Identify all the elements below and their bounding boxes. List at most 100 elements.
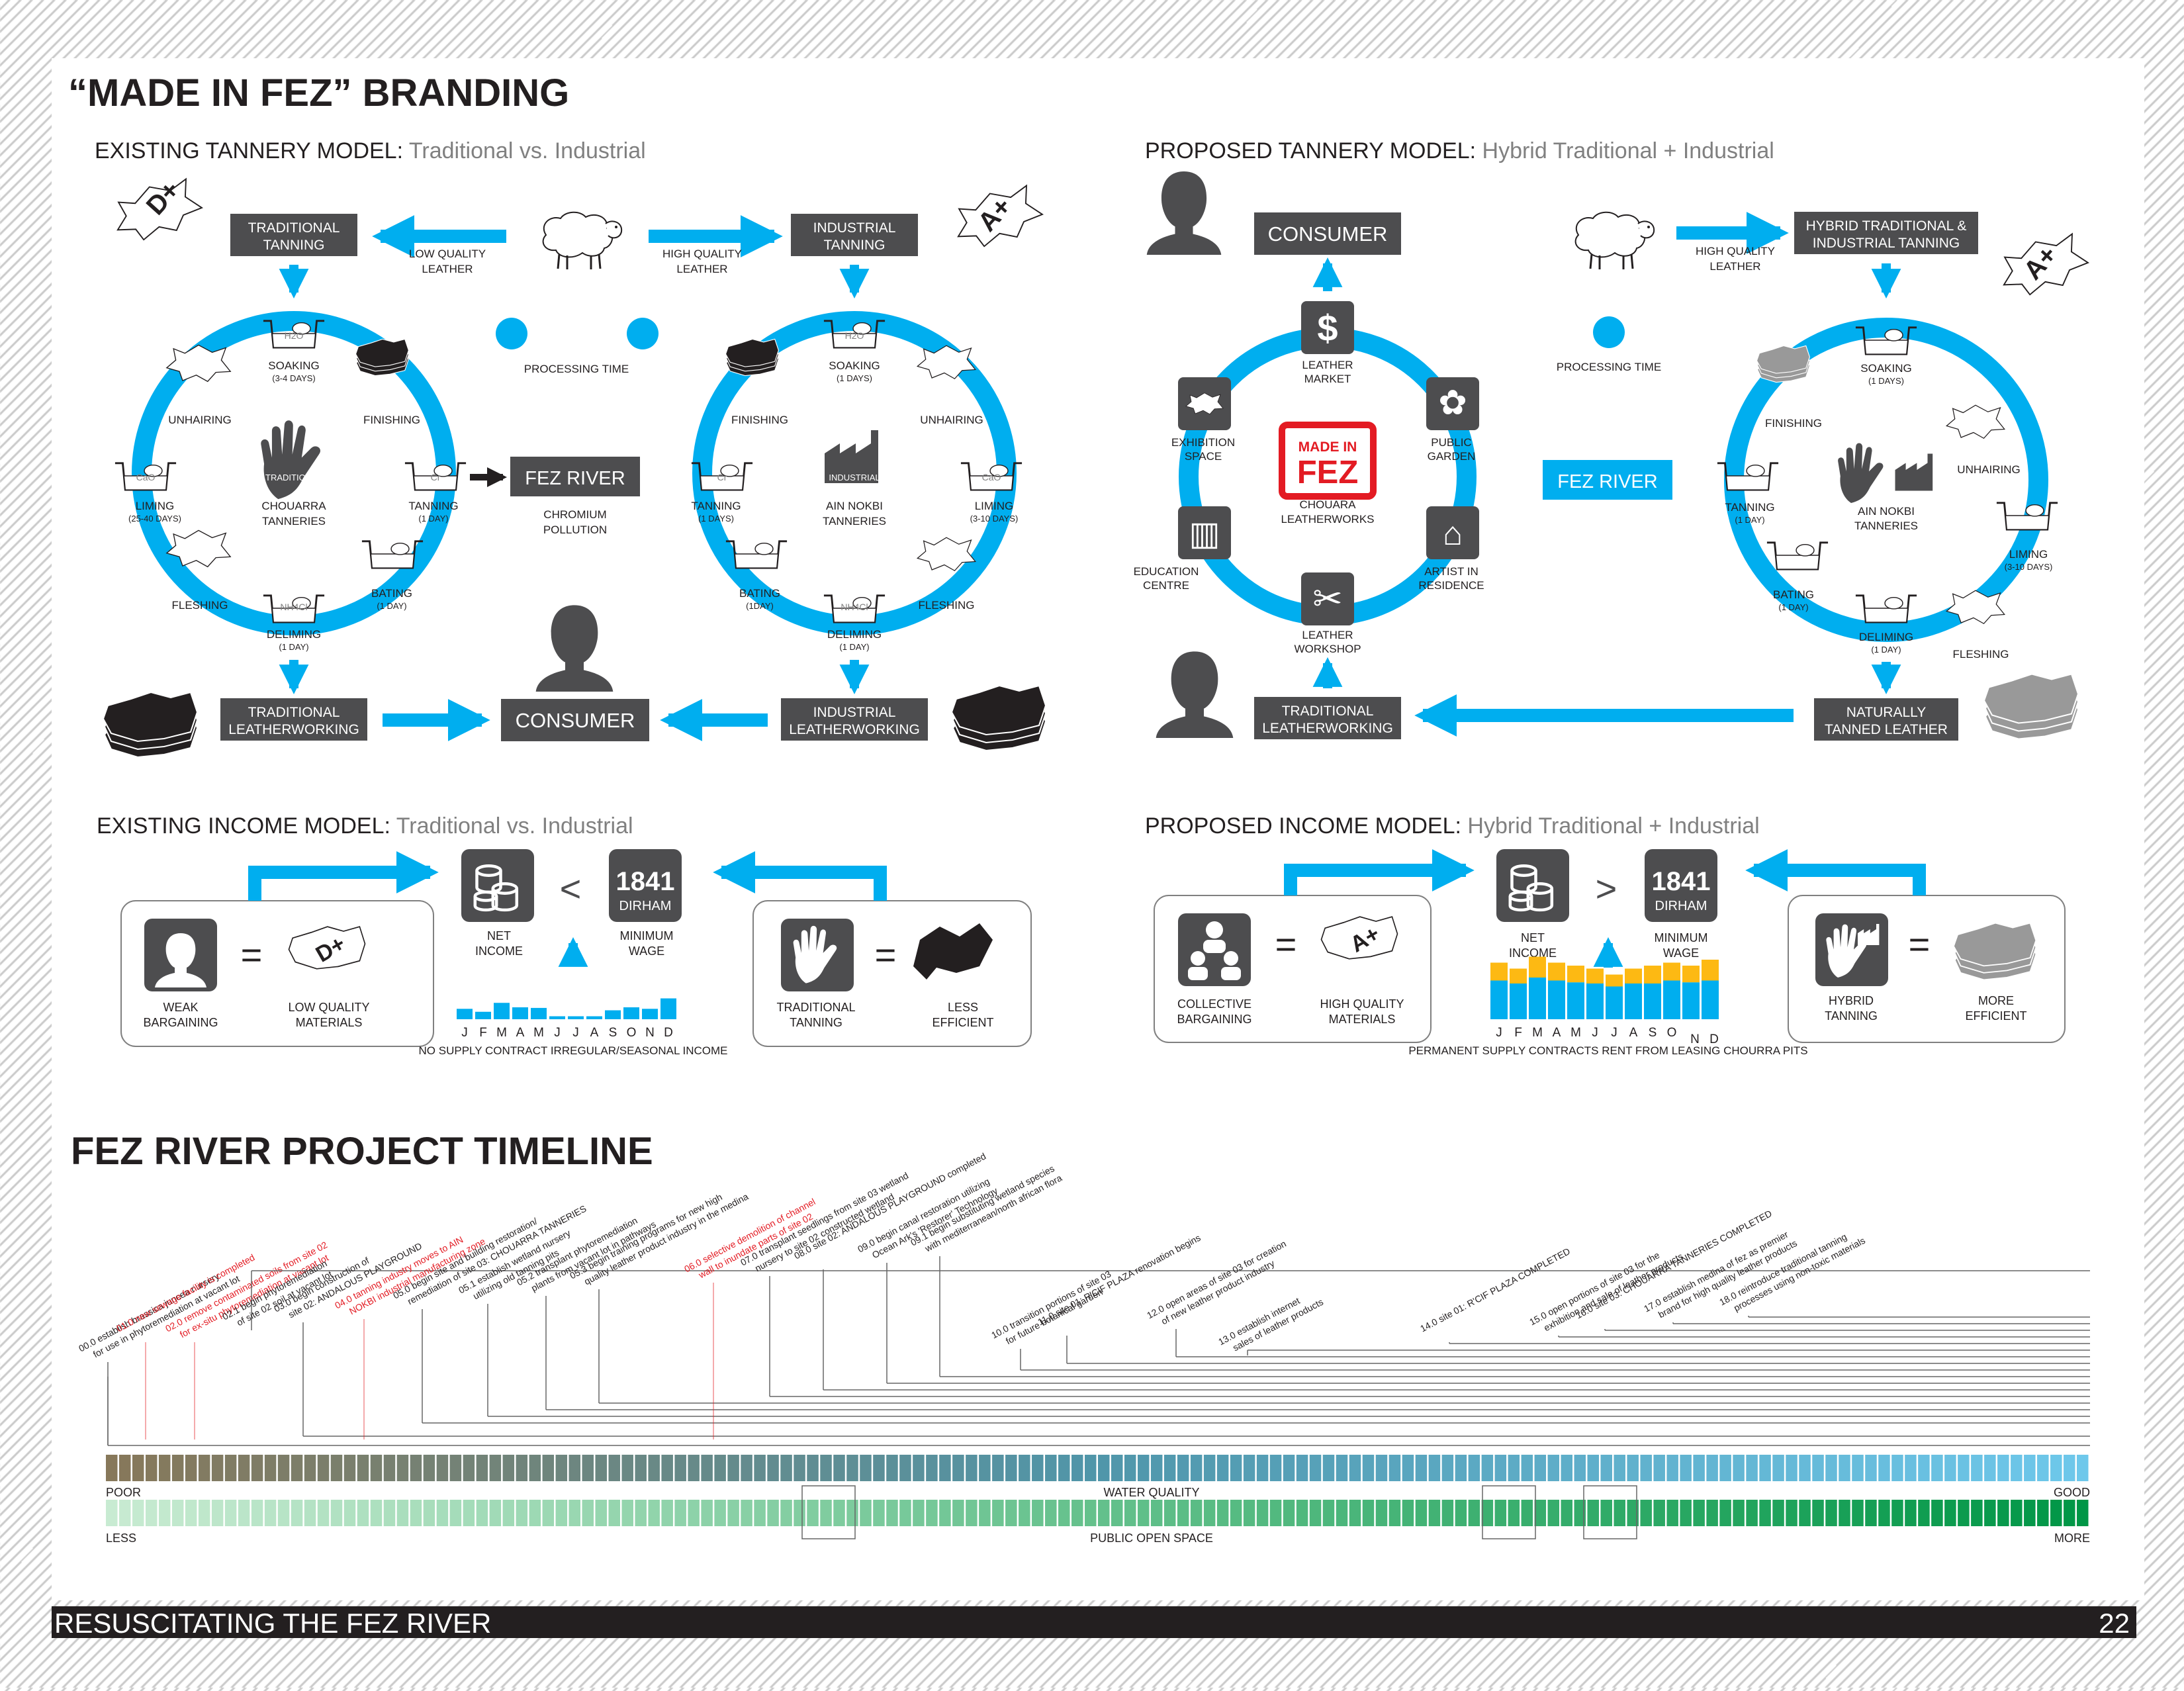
svg-text:⌂: ⌂ [1443, 515, 1463, 552]
water-quality-segment [238, 1455, 250, 1481]
month-label: S [609, 1026, 617, 1040]
public-space-segment [1230, 1500, 1242, 1526]
svg-text:(1 DAY): (1 DAY) [418, 514, 448, 524]
public-space-segment [1997, 1500, 2009, 1526]
public-space-segment [780, 1500, 792, 1526]
water-quality-segment [489, 1455, 502, 1481]
poor-label: POOR [106, 1486, 141, 1499]
consumer-box-existing [501, 699, 649, 741]
water-quality-segment [952, 1455, 964, 1481]
svg-text:AIN NOKBI: AIN NOKBI [826, 500, 883, 512]
water-quality-segment [820, 1455, 832, 1481]
public-space-segment [383, 1500, 396, 1526]
public-space-segment [542, 1500, 555, 1526]
public-space-segment [1019, 1500, 1030, 1526]
svg-text:PROCESSING TIME: PROCESSING TIME [524, 363, 629, 375]
svg-text:TRADITIONAL: TRADITIONAL [248, 705, 340, 720]
public-space-segment [1494, 1500, 1507, 1526]
svg-text:UNHAIRING: UNHAIRING [1957, 463, 2020, 476]
svg-text:DIRHAM: DIRHAM [1655, 899, 1707, 913]
public-space-segment [1203, 1500, 1216, 1526]
public-space-segment [1746, 1500, 1758, 1526]
income-bar [1529, 978, 1546, 1019]
water-quality-segment [1627, 1455, 1639, 1481]
svg-text:SOAKING: SOAKING [829, 359, 880, 372]
public-space-segment [502, 1500, 515, 1526]
public-space-segment [926, 1500, 938, 1526]
water-quality-segment [1759, 1455, 1771, 1481]
public-space-segment [1812, 1500, 1824, 1526]
water-quality-segment [516, 1455, 528, 1481]
public-space-segment [1415, 1500, 1428, 1526]
water-quality-segment [291, 1455, 303, 1481]
more-label: MORE [2054, 1531, 2090, 1545]
industrial-leatherworking-box [781, 698, 928, 741]
svg-text:1841: 1841 [616, 867, 675, 896]
svg-text:(1 DAYS): (1 DAYS) [837, 373, 872, 383]
public-space-segment [1693, 1500, 1705, 1526]
water-quality-segment [118, 1455, 131, 1481]
svg-text:1841: 1841 [1652, 867, 1711, 896]
scissors-icon [1301, 572, 1354, 625]
public-space-segment [1388, 1500, 1401, 1526]
public-space-segment [410, 1500, 422, 1526]
month-label: F [479, 1026, 487, 1040]
proposed-tannery-heading: PROPOSED TANNERY MODEL: Hybrid Tradition… [1145, 138, 1774, 163]
month-label: J [1592, 1026, 1598, 1040]
public-space-segment [1336, 1500, 1348, 1526]
industrial-tanning-box [791, 214, 918, 256]
public-space-segment [489, 1500, 502, 1526]
water-quality-segment [1032, 1455, 1044, 1481]
svg-text:INDUSTRIAL: INDUSTRIAL [813, 220, 896, 236]
svg-text:FLESHING: FLESHING [171, 599, 228, 612]
water-quality-segment [674, 1455, 686, 1481]
svg-text:(25-40 DAYS): (25-40 DAYS) [128, 514, 181, 524]
svg-text:CaO: CaO [982, 472, 1001, 482]
svg-text:MINIMUM: MINIMUM [620, 929, 674, 942]
public-space-segment [1799, 1500, 1811, 1526]
svg-text:TANNING: TANNING [408, 500, 458, 512]
public-space-segment [277, 1500, 290, 1526]
public-space-segment [436, 1500, 449, 1526]
water-quality-segment [357, 1455, 369, 1481]
water-quality-segment [1918, 1455, 1930, 1481]
svg-text:GARDEN: GARDEN [1428, 450, 1476, 463]
month-label: A [1629, 1026, 1638, 1040]
income-bar [586, 1016, 602, 1019]
water-quality-segment [1944, 1455, 1956, 1481]
water-quality-segment [251, 1455, 263, 1481]
water-quality-segment [1415, 1455, 1428, 1481]
water-quality-segment [688, 1455, 700, 1481]
water-quality-segment [317, 1455, 330, 1481]
public-space-segment [1309, 1500, 1322, 1526]
water-quality-segment [423, 1455, 435, 1481]
water-quality-segment [635, 1455, 647, 1481]
water-quality-segment [1865, 1455, 1877, 1481]
public-space-segment [357, 1500, 369, 1526]
water-quality-segment [1839, 1455, 1850, 1481]
public-space-segment [807, 1500, 819, 1526]
svg-text:MARKET: MARKET [1304, 373, 1351, 385]
existing-income-heading: EXISTING INCOME MODEL: Traditional vs. I… [97, 813, 633, 839]
water-quality-segment [106, 1455, 118, 1481]
public-space-segment [1666, 1500, 1678, 1526]
month-label: N [1690, 1032, 1700, 1046]
svg-text:BATING: BATING [1773, 588, 1814, 601]
public-space-segment [674, 1500, 686, 1526]
water-quality-segment [1984, 1455, 1996, 1481]
water-quality-segment [1997, 1455, 2009, 1481]
svg-text:WAGE: WAGE [629, 944, 664, 958]
public-space-segment [516, 1500, 528, 1526]
public-space-segment [317, 1500, 330, 1526]
water-quality-segment [1085, 1455, 1097, 1481]
svg-text:HIGH QUALITY: HIGH QUALITY [1696, 245, 1775, 257]
public-space-segment [1269, 1500, 1282, 1526]
svg-text:PROCESSING TIME: PROCESSING TIME [1557, 361, 1661, 373]
public-space-segment [1574, 1500, 1586, 1526]
public-space-segment [966, 1500, 978, 1526]
svg-text:FINISHING: FINISHING [363, 414, 420, 426]
water-quality-segment [1812, 1455, 1824, 1481]
proposed-tannery-diagram: CONSUMER $ LEATHER MARKET ✿ PUBLIC GARDE… [1134, 171, 2093, 741]
svg-text:WORKSHOP: WORKSHOP [1294, 643, 1361, 655]
